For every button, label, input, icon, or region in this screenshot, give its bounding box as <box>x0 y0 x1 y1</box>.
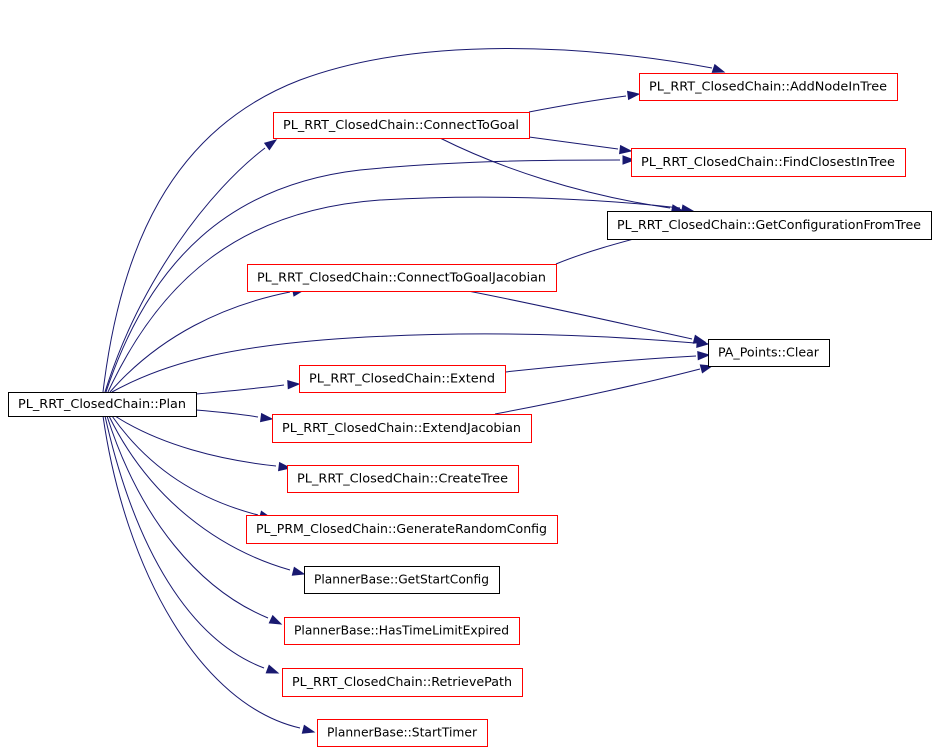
edge-line <box>114 415 277 467</box>
node-label: PL_RRT_ClosedChain::RetrievePath <box>292 675 512 689</box>
node-starttimer[interactable]: PlannerBase::StartTimer <box>317 719 488 747</box>
edge-line <box>528 95 627 113</box>
edge-line <box>504 355 697 373</box>
edge-line <box>107 196 681 393</box>
edge-plan-to-genrandom <box>111 415 273 520</box>
edge-plan-to-extend <box>195 380 301 395</box>
edge-line <box>111 415 259 516</box>
edge-line <box>195 409 259 418</box>
arrow-head-icon <box>711 63 726 73</box>
edge-line <box>102 415 301 729</box>
edge-line <box>106 415 269 619</box>
node-box[interactable] <box>607 211 932 240</box>
edge-plan-to-connectgoal <box>104 139 278 393</box>
node-label: PA_Points::Clear <box>718 346 819 360</box>
node-box[interactable] <box>708 339 830 367</box>
node-label: PL_RRT_ClosedChain::ExtendJacobian <box>282 421 521 435</box>
node-label: PlannerBase::HasTimeLimitExpired <box>294 624 509 638</box>
node-box[interactable] <box>299 365 506 393</box>
arrow-head-icon <box>692 334 707 344</box>
node-clear[interactable]: PA_Points::Clear <box>708 339 830 367</box>
edge-plan-to-retrieve <box>104 415 280 674</box>
edge-line <box>108 415 291 571</box>
edge-line <box>467 290 693 340</box>
node-label: PL_RRT_ClosedChain::ConnectToGoalJacobia… <box>257 271 546 285</box>
edge-line <box>102 48 713 393</box>
arrow-head-icon <box>622 155 636 165</box>
node-retrieve[interactable]: PL_RRT_ClosedChain::RetrievePath <box>282 668 523 697</box>
node-label: PL_RRT_ClosedChain::Extend <box>309 372 495 386</box>
edge-line <box>528 136 619 150</box>
arrow-head-icon <box>619 144 633 155</box>
edge-line <box>494 368 701 415</box>
node-label: PL_RRT_ClosedChain::GetConfigurationFrom… <box>617 218 921 232</box>
edge-connectgoal-to-addnode <box>528 90 641 113</box>
call-edges <box>102 48 726 734</box>
function-nodes: PL_RRT_ClosedChain::PlanPL_RRT_ClosedCha… <box>8 73 932 747</box>
node-getconfig[interactable]: PL_RRT_ClosedChain::GetConfigurationFrom… <box>607 211 932 240</box>
edge-plan-to-starttimer <box>102 415 316 734</box>
edge-line <box>195 384 285 395</box>
node-box[interactable] <box>247 264 557 292</box>
edge-plan-to-hastime <box>106 415 283 625</box>
node-label: PL_PRM_ClosedChain::GenerateRandomConfig <box>256 522 547 536</box>
arrow-head-icon <box>287 380 301 390</box>
node-label: PlannerBase::StartTimer <box>327 726 477 740</box>
node-findclosest[interactable]: PL_RRT_ClosedChain::FindClosestInTree <box>631 148 906 177</box>
arrow-head-icon <box>627 90 641 101</box>
node-box[interactable] <box>284 617 520 645</box>
node-label: PL_RRT_ClosedChain::FindClosestInTree <box>641 155 895 169</box>
node-connectjac[interactable]: PL_RRT_ClosedChain::ConnectToGoalJacobia… <box>247 264 557 292</box>
edge-plan-to-addnode <box>102 48 726 393</box>
edge-connectjac-to-clear <box>467 290 707 344</box>
node-addnode[interactable]: PL_RRT_ClosedChain::AddNodeInTree <box>639 73 898 101</box>
node-plan[interactable]: PL_RRT_ClosedChain::Plan <box>8 392 197 417</box>
edge-extend-to-clear <box>504 351 711 373</box>
node-box[interactable] <box>273 112 530 139</box>
node-label: PL_RRT_ClosedChain::AddNodeInTree <box>649 80 887 94</box>
node-extendjac[interactable]: PL_RRT_ClosedChain::ExtendJacobian <box>272 414 532 443</box>
node-box[interactable] <box>282 668 523 697</box>
edge-line <box>111 333 696 393</box>
edge-line <box>439 137 671 209</box>
node-extend[interactable]: PL_RRT_ClosedChain::Extend <box>299 365 506 393</box>
edge-line <box>109 291 291 393</box>
node-label: PL_RRT_ClosedChain::CreateTree <box>297 472 508 486</box>
node-createtree[interactable]: PL_RRT_ClosedChain::CreateTree <box>287 465 519 493</box>
edge-plan-to-createtree <box>114 415 292 472</box>
arrow-head-icon <box>291 566 306 576</box>
arrow-head-icon <box>301 724 316 734</box>
node-genrandom[interactable]: PL_PRM_ClosedChain::GenerateRandomConfig <box>246 515 558 544</box>
edge-connectgoal-to-findclosest <box>528 136 633 155</box>
node-label: PL_RRT_ClosedChain::ConnectToGoal <box>283 118 519 132</box>
node-connectgoal[interactable]: PL_RRT_ClosedChain::ConnectToGoal <box>273 112 530 139</box>
node-label: PL_RRT_ClosedChain::Plan <box>18 397 186 411</box>
arrow-head-icon <box>268 614 283 625</box>
edge-plan-to-getstart <box>108 415 306 576</box>
edge-plan-to-connectjac <box>109 287 306 393</box>
node-box[interactable] <box>317 719 488 747</box>
node-label: PlannerBase::GetStartConfig <box>314 573 489 587</box>
edge-line <box>104 415 265 669</box>
edge-line <box>104 147 266 393</box>
node-box[interactable] <box>8 392 197 417</box>
edge-plan-to-findclosest <box>105 155 636 393</box>
node-hastime[interactable]: PlannerBase::HasTimeLimitExpired <box>284 617 520 645</box>
edge-line <box>105 159 621 393</box>
node-box[interactable] <box>246 515 558 544</box>
arrow-head-icon <box>265 664 280 674</box>
node-getstart[interactable]: PlannerBase::GetStartConfig <box>304 566 500 594</box>
node-box[interactable] <box>287 465 519 493</box>
node-box[interactable] <box>272 414 532 443</box>
arrow-head-icon <box>263 139 278 151</box>
node-box[interactable] <box>639 73 898 101</box>
node-box[interactable] <box>631 148 906 177</box>
edge-extendjac-to-clear <box>494 364 714 415</box>
node-box[interactable] <box>304 566 500 594</box>
arrow-head-icon <box>697 351 711 361</box>
arrow-head-icon <box>260 412 274 423</box>
edge-plan-to-extendjac <box>195 409 274 423</box>
